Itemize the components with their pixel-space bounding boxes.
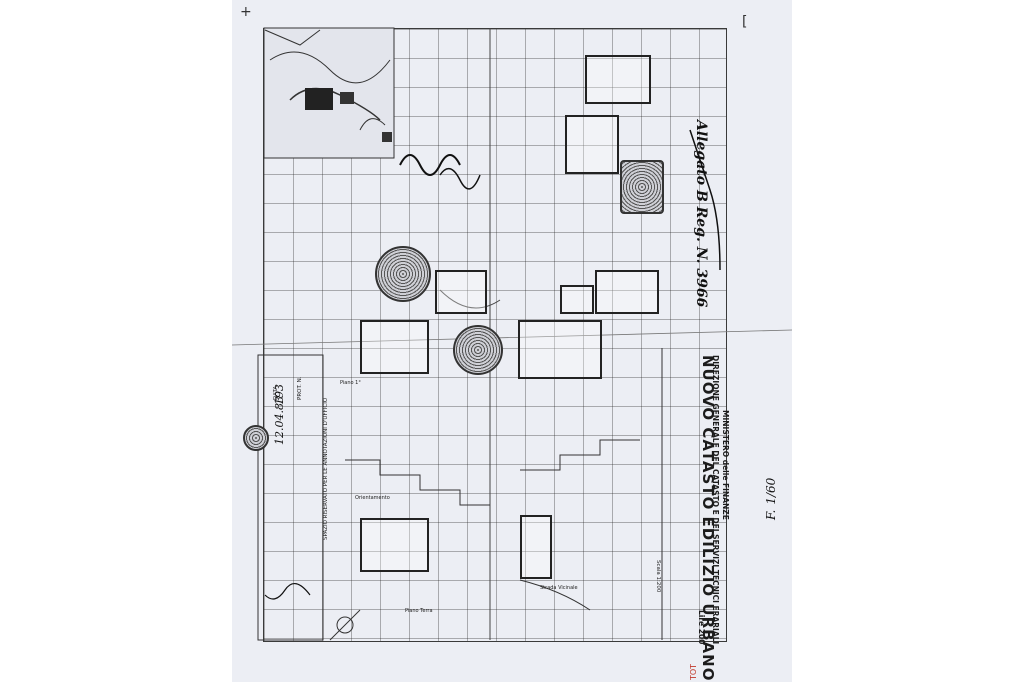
floor-plan-room [360, 320, 429, 374]
room-label-piano-terra: Piano Terra [405, 608, 433, 614]
room-label-orientation: Orientamento [355, 495, 390, 501]
official-seal-stamp [453, 325, 503, 375]
room-label-piano-primo: Piano 1° [340, 380, 361, 386]
revenue-stamp [620, 160, 664, 214]
protocol-label: PROT. N. [297, 376, 303, 400]
annex-handwritten-label: Allegato B Reg. N. 3966 [693, 120, 709, 308]
side-note: F. 1/60 [764, 477, 778, 520]
floor-plan-room [560, 285, 594, 314]
floor-plan-room [585, 55, 651, 104]
room-label-strada-vicinale: Strada Vicinale [540, 585, 578, 591]
lire-stamp-label: Lire 200 [697, 610, 706, 645]
ministry-emblem [243, 425, 269, 451]
floor-plan-room [565, 115, 619, 174]
crosshair-mark: + [240, 4, 252, 20]
bracket-mark: [ [742, 14, 748, 30]
scale-label: Scala 1:200 [655, 560, 661, 593]
floor-plan-room [518, 320, 602, 379]
red-corner-annotation: TOT [689, 663, 698, 680]
floor-plan-room [360, 518, 429, 572]
protocol-value: 193 [273, 384, 286, 405]
floor-plan-room [435, 270, 487, 314]
floor-plan-room [595, 270, 659, 314]
floor-plan-room [520, 515, 552, 579]
reserved-space-label: SPAZIO RISERVATO PER LE ANNOTAZIONI D'UF… [323, 397, 329, 540]
official-seal-stamp [375, 246, 431, 302]
